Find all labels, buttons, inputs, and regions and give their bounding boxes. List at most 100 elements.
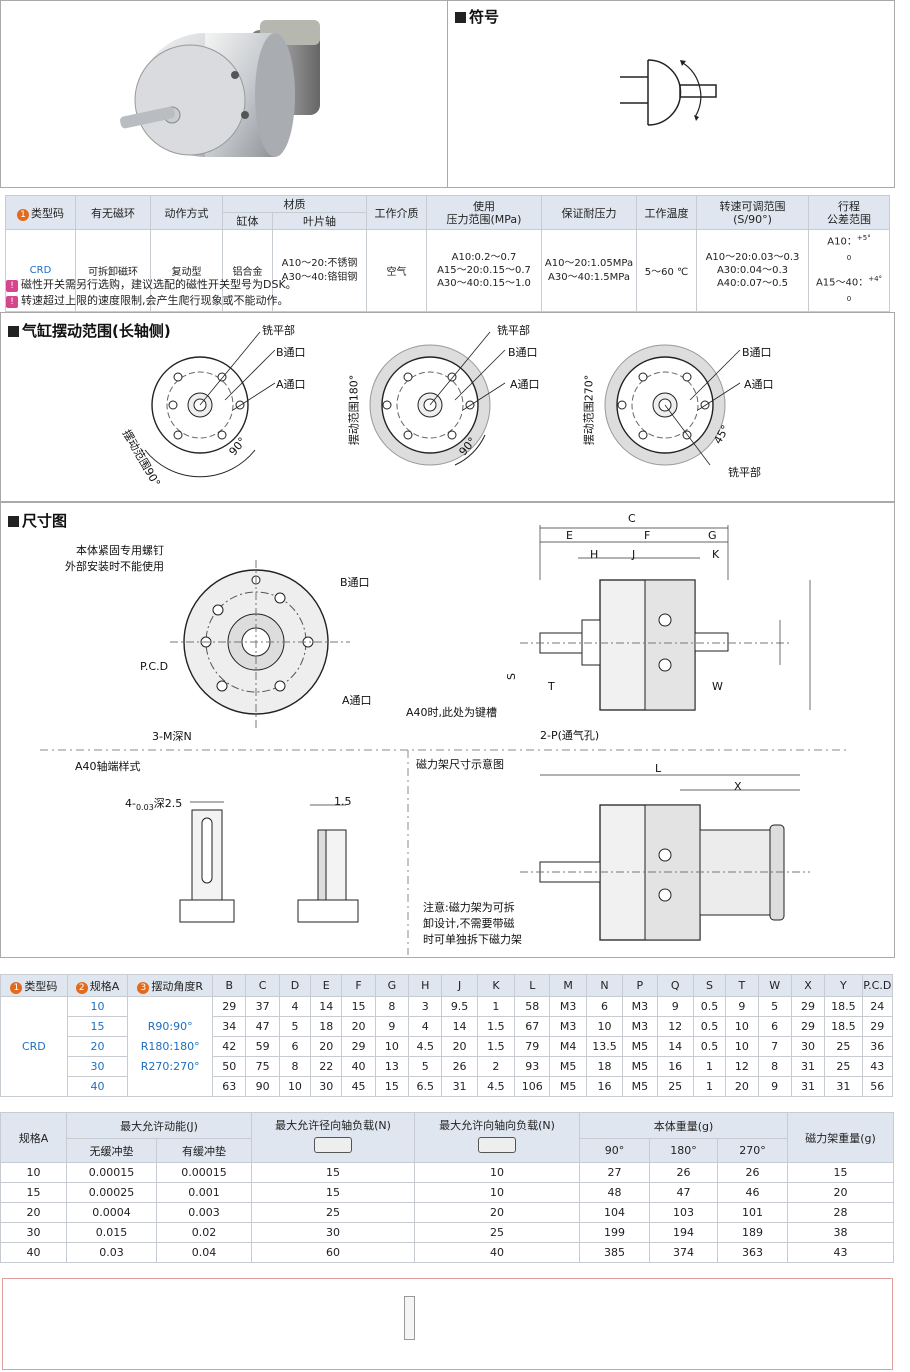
angle-option: R90:90° (147, 1019, 193, 1033)
dimension-panel (0, 502, 895, 958)
dim-cell: M3 (622, 1016, 658, 1037)
swing2-a-port: A通口 (510, 378, 540, 391)
front-b-port: B通口 (340, 576, 370, 589)
symbol-title: 符号 (455, 6, 499, 27)
dim-cell: 20 (341, 1016, 376, 1037)
dim-cell: 2 (476, 1056, 516, 1077)
dim-cell: 16 (585, 1076, 624, 1097)
front-a-port: A通口 (342, 694, 372, 707)
dim-K: K (712, 548, 720, 561)
holder-note-1: 注意:磁力架为可拆 (423, 901, 515, 914)
dim-cell: 3 (408, 996, 443, 1017)
load-table: 规格A 最大允许动能(J) 最大允许径向轴负载(N) 最大允许向轴向负载(N) … (0, 1112, 895, 1263)
cell-pressure: A10:0.2～0.7 A15～20:0.15～0.7 A30～40:0.15～… (426, 228, 542, 313)
screw-note-1: 本体紧固专用螺钉 (76, 544, 164, 557)
dim-cell: 9 (725, 996, 759, 1017)
load-col-w90: 90° (579, 1138, 651, 1163)
col-vane-shaft: 叶片轴 (272, 212, 367, 230)
dim-X: X (734, 780, 742, 793)
dim-cell: 12 (656, 1016, 694, 1037)
dim-col-w: W (757, 974, 792, 997)
dim-col-b: B (212, 974, 247, 997)
product-photo (120, 20, 320, 157)
dim-cell: 42 (212, 1036, 247, 1057)
key-note: A40时,此处为键槽 (406, 706, 498, 719)
dim-cell: 14 (310, 996, 343, 1017)
dim-col-p: P (622, 974, 658, 997)
swing-panel (0, 312, 895, 502)
swing3-flat: 铣平部 (728, 466, 761, 479)
dim-cell: 9.5 (441, 996, 478, 1017)
dim-C: C (628, 512, 636, 525)
vent-note: 2-P(通气孔) (540, 729, 600, 742)
dim-cell: 4 (278, 996, 312, 1017)
load-cell: 0.003 (155, 1202, 253, 1223)
dim-cell: 106 (514, 1076, 551, 1097)
cell-temp: 5～60 ℃ (636, 228, 697, 313)
dim-cell: 37 (245, 996, 280, 1017)
load-col-cushion: 有缓冲垫 (155, 1138, 253, 1163)
dim-cell: 4.5 (476, 1076, 516, 1097)
col-stroke: 行程 公差范围 (808, 195, 890, 230)
load-cell: 38 (787, 1222, 895, 1243)
dim-cell: 13 (374, 1056, 410, 1077)
load-cell: 26 (649, 1162, 719, 1183)
cell-proof: A10～20:1.05MPa A30～40:1.5MPa (541, 228, 637, 313)
dim-size: 15 (66, 1016, 129, 1037)
load-cell: 40 (414, 1242, 581, 1263)
dim-L: L (655, 762, 662, 775)
load-cell: 30 (0, 1222, 67, 1243)
holder-title: 磁力架尺寸示意图 (416, 758, 504, 771)
dim-cell: 25 (656, 1076, 694, 1097)
dim-col-h: H (408, 974, 443, 997)
dim-cell: 0.5 (692, 1016, 727, 1037)
dim-cell: 20 (310, 1036, 343, 1057)
swing2-flat: 铣平部 (497, 324, 530, 337)
dim-cell: 29 (861, 1016, 894, 1037)
dim-cell: 58 (514, 996, 551, 1017)
footer-panel (2, 1278, 893, 1370)
dim-cell: 14 (656, 1036, 694, 1057)
dim-col-l: L (514, 974, 551, 997)
load-cell: 30 (251, 1222, 416, 1243)
swing3-b-port: B通口 (742, 346, 772, 359)
load-cell: 48 (579, 1182, 651, 1203)
dim-cell: 31 (824, 1076, 863, 1097)
dim-cell: 22 (310, 1056, 343, 1077)
dim-type-code: CRD (0, 996, 68, 1097)
load-col-axial: 最大允许向轴向负载(N) (414, 1112, 581, 1163)
footer-scrollbar[interactable] (404, 1296, 415, 1340)
dim-col-q: Q (656, 974, 694, 997)
rotary-actuator-symbol (620, 59, 717, 126)
dim-J: J (632, 548, 636, 561)
dim-col-m: M (549, 974, 587, 997)
load-cell: 40 (0, 1242, 67, 1263)
dim-cell: 14 (441, 1016, 478, 1037)
dim-col-t: T (725, 974, 759, 997)
dim-cell: 90 (245, 1076, 280, 1097)
dim-cell: 15 (341, 996, 376, 1017)
side-view-drawing (520, 525, 811, 711)
swing-title: 气缸摆动范围(长轴侧) (8, 320, 171, 341)
load-cell: 20 (414, 1202, 581, 1223)
dim-cell: 8 (374, 996, 410, 1017)
dim-size: 30 (66, 1056, 129, 1077)
col-action: 动作方式 (150, 195, 223, 230)
dim-cell: 5 (408, 1056, 443, 1077)
dim-cell: M5 (622, 1056, 658, 1077)
load-cell: 0.02 (155, 1222, 253, 1243)
dim-cell: 6 (585, 996, 624, 1017)
dim-cell: 20 (441, 1036, 478, 1057)
a40-shaft-drawing (179, 801, 359, 923)
front-pcd: P.C.D (140, 660, 169, 673)
dim-cell: 34 (212, 1016, 247, 1037)
